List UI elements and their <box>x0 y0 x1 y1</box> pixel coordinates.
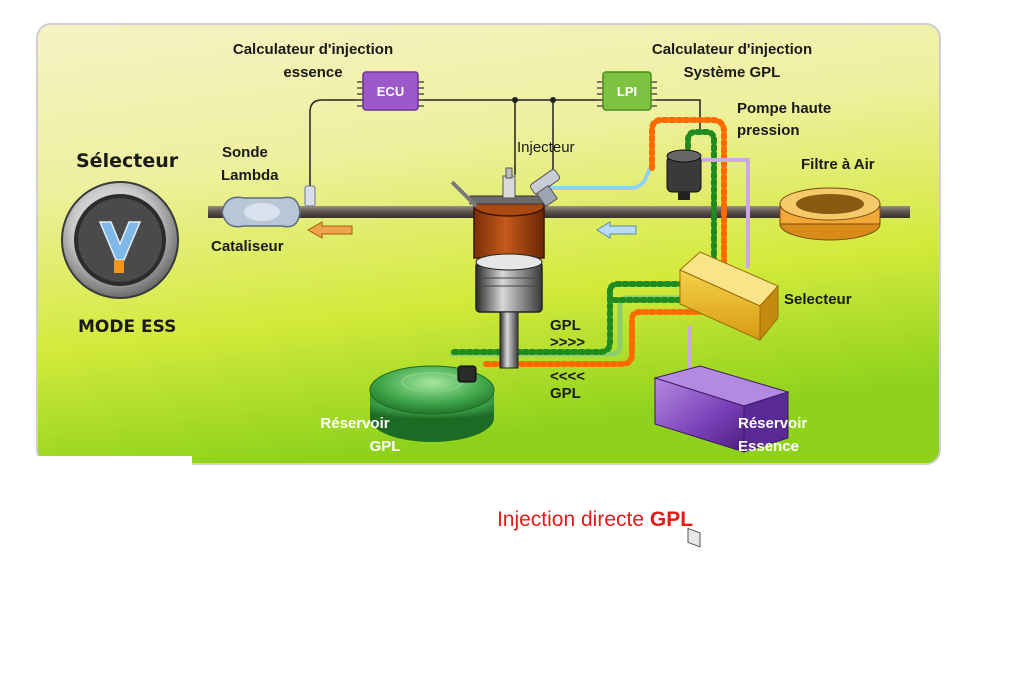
label-gpl-in-2: GPL <box>550 385 581 402</box>
label-gpl-out-1: GPL <box>550 317 581 334</box>
label-selector-left: Sélecteur <box>76 150 179 172</box>
wire-node <box>550 97 556 103</box>
label-lpi-title-1: Calculateur d'injection <box>652 41 812 58</box>
label-gpl-in-1: <<<< <box>550 368 585 385</box>
label-ecu-title-2: essence <box>283 64 342 81</box>
piston <box>475 253 543 369</box>
label-lpi-title-2: Système GPL <box>684 64 781 81</box>
mode-selector-dial <box>61 181 179 299</box>
main-pipe <box>208 206 910 218</box>
gpl-tank <box>369 365 495 442</box>
label-ecu-title-1: Calculateur d'injection <box>233 41 393 58</box>
label-mode: MODE ESS <box>78 317 176 337</box>
caption-text: Injection directe <box>496 508 650 531</box>
label-tank-ess-1: Réservoir <box>738 415 807 432</box>
label-tank-gpl-1: Réservoir <box>320 415 389 432</box>
high-pressure-pump <box>666 149 702 200</box>
fuel-pump-icon <box>114 260 124 273</box>
ecu-chip-label: ECU <box>377 84 404 99</box>
wiring <box>309 99 701 202</box>
lpi-chip-label: LPI <box>617 84 637 99</box>
exhaust-arrow-icon <box>306 221 353 239</box>
label-selector-right: Selecteur <box>784 291 852 308</box>
gpl-lines <box>450 117 727 367</box>
label-tank-gpl-2: GPL <box>370 438 401 455</box>
injector <box>529 169 561 208</box>
air-line <box>548 167 652 190</box>
caption-bold: GPL <box>649 508 694 531</box>
label-pump-1: Pompe haute <box>737 100 831 117</box>
label-catalyst: Cataliseur <box>211 238 284 255</box>
panel-bottom-gap <box>37 456 192 466</box>
label-tank-ess-2: Essence <box>738 438 799 455</box>
ecu-chip: ECU <box>357 71 424 111</box>
label-injector: Injecteur <box>517 139 575 156</box>
label-lambda-1: Sonde <box>222 144 268 161</box>
caption: Injection directe GPL <box>0 508 1024 532</box>
engine-cylinder <box>450 167 549 259</box>
essence-tank <box>653 365 790 453</box>
label-pump-2: pression <box>737 122 800 139</box>
intake-arrow-icon <box>596 221 637 239</box>
label-gpl-out-2: >>>> <box>550 334 585 351</box>
label-air-filter: Filtre à Air <box>801 156 875 173</box>
air-filter <box>779 187 881 241</box>
catalytic-converter <box>221 196 301 228</box>
lambda-sensor <box>304 185 316 207</box>
wire-node <box>512 97 518 103</box>
lpi-chip: LPI <box>597 71 657 111</box>
label-lambda-2: Lambda <box>221 167 279 184</box>
fuel-selector-block <box>679 251 779 548</box>
